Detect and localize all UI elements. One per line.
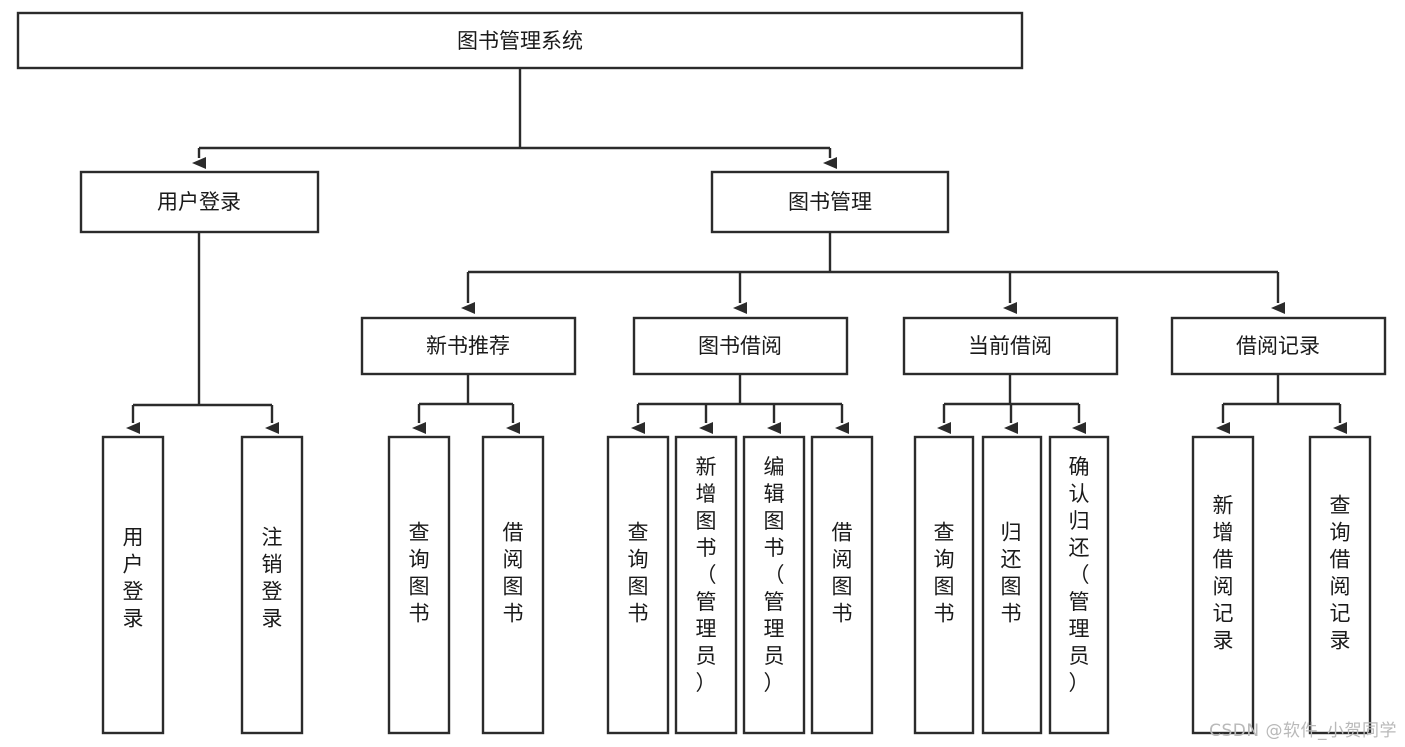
node-root-label: 图书管理系统 xyxy=(457,29,583,53)
node-leaf-return-book-label: 归还图书 xyxy=(1001,521,1022,626)
node-user-login-label: 用户登录 xyxy=(157,190,241,214)
node-new-book-recommend-label: 新书推荐 xyxy=(426,334,510,358)
node-leaf-query-book-1[interactable]: 查询图书 xyxy=(387,435,451,735)
node-leaf-logout-login-box[interactable] xyxy=(240,435,304,735)
node-leaf-add-record[interactable]: 新增借阅记录 xyxy=(1191,435,1255,735)
node-book-manage-label: 图书管理 xyxy=(788,190,872,214)
node-leaf-query-record-box[interactable] xyxy=(1308,435,1372,735)
node-leaf-borrow-book-2-label: 借阅图书 xyxy=(832,521,853,626)
node-user-login[interactable]: 用户登录 xyxy=(79,170,320,234)
node-current-borrow-box[interactable] xyxy=(902,316,1119,376)
node-book-borrow-label: 图书借阅 xyxy=(698,334,782,358)
node-leaf-add-record-box[interactable] xyxy=(1191,435,1255,735)
node-borrow-record[interactable]: 借阅记录 xyxy=(1170,316,1387,376)
node-user-login-box[interactable] xyxy=(79,170,320,234)
node-leaf-return-book-box[interactable] xyxy=(981,435,1043,735)
node-leaf-query-book-2-box[interactable] xyxy=(606,435,670,735)
node-leaf-query-book-1-label: 查询图书 xyxy=(409,521,430,626)
node-book-borrow-box[interactable] xyxy=(632,316,849,376)
node-leaf-add-record-label: 新增借阅记录 xyxy=(1213,494,1234,653)
node-current-borrow-label: 当前借阅 xyxy=(968,334,1052,358)
watermark: CSDN @软件_小贺同学 xyxy=(1209,721,1397,741)
node-leaf-user-login[interactable]: 用户登录 xyxy=(101,435,165,735)
node-new-book-recommend[interactable]: 新书推荐 xyxy=(360,316,577,376)
node-leaf-query-book-3-label: 查询图书 xyxy=(934,521,955,626)
node-leaf-query-record-label: 查询借阅记录 xyxy=(1330,494,1351,653)
node-book-manage[interactable]: 图书管理 xyxy=(710,170,950,234)
node-borrow-record-box[interactable] xyxy=(1170,316,1387,376)
node-root[interactable]: 图书管理系统 xyxy=(16,11,1024,70)
node-leaf-edit-book-label: 编辑图书（管理员） xyxy=(764,455,785,695)
node-borrow-record-label: 借阅记录 xyxy=(1236,334,1320,358)
node-new-book-recommend-box[interactable] xyxy=(360,316,577,376)
node-leaf-borrow-book-1[interactable]: 借阅图书 xyxy=(481,435,545,735)
node-leaf-user-login-box[interactable] xyxy=(101,435,165,735)
node-leaf-query-record[interactable]: 查询借阅记录 xyxy=(1308,435,1372,735)
node-leaf-add-book-label: 新增图书（管理员） xyxy=(696,455,717,695)
node-book-manage-box[interactable] xyxy=(710,170,950,234)
node-leaf-add-book[interactable]: 新增图书（管理员） xyxy=(674,435,738,735)
node-leaf-edit-book[interactable]: 编辑图书（管理员） xyxy=(742,435,806,735)
node-leaf-confirm-return[interactable]: 确认归还（管理员） xyxy=(1048,435,1110,735)
node-leaf-query-book-3-box[interactable] xyxy=(913,435,975,735)
node-leaf-edit-book-box[interactable] xyxy=(742,435,806,735)
node-leaf-confirm-return-box[interactable] xyxy=(1048,435,1110,735)
node-book-borrow[interactable]: 图书借阅 xyxy=(632,316,849,376)
node-leaf-borrow-book-2[interactable]: 借阅图书 xyxy=(810,435,874,735)
node-leaf-add-book-box[interactable] xyxy=(674,435,738,735)
node-leaf-logout-login-label: 注销登录 xyxy=(262,526,283,631)
node-leaf-query-book-3[interactable]: 查询图书 xyxy=(913,435,975,735)
node-leaf-logout-login[interactable]: 注销登录 xyxy=(240,435,304,735)
node-leaf-confirm-return-label: 确认归还（管理员） xyxy=(1069,455,1090,695)
node-current-borrow[interactable]: 当前借阅 xyxy=(902,316,1119,376)
node-leaf-query-book-2[interactable]: 查询图书 xyxy=(606,435,670,735)
node-leaf-user-login-label: 用户登录 xyxy=(123,526,144,631)
node-leaf-query-book-2-label: 查询图书 xyxy=(628,521,649,626)
node-leaf-borrow-book-1-label: 借阅图书 xyxy=(503,521,524,626)
node-leaf-borrow-book-1-box[interactable] xyxy=(481,435,545,735)
edges-layer xyxy=(126,68,1347,434)
node-root-box[interactable] xyxy=(16,11,1024,70)
node-leaf-borrow-book-2-box[interactable] xyxy=(810,435,874,735)
node-leaf-query-book-1-box[interactable] xyxy=(387,435,451,735)
node-leaf-return-book[interactable]: 归还图书 xyxy=(981,435,1043,735)
